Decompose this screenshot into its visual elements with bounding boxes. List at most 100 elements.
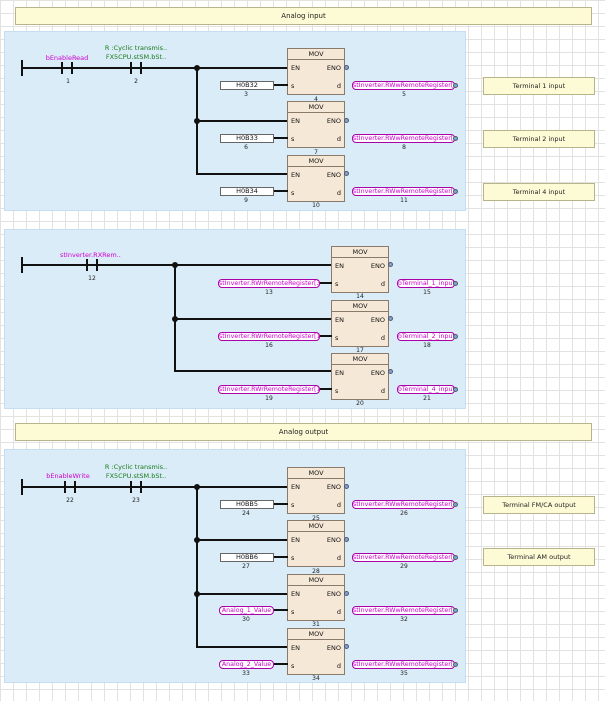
source-variable[interactable]: Analog_1_Value (219, 606, 274, 615)
step-number: 2 (134, 78, 138, 85)
mov-block[interactable]: MOV EN ENO s d (287, 520, 345, 567)
pin-en: EN (291, 536, 300, 544)
source-constant[interactable]: H0BB5 (220, 500, 274, 509)
eno-connector (344, 484, 349, 489)
source-variable[interactable]: stInverter.RWrRemoteRegister[17] (218, 332, 320, 341)
step-number: 4 (314, 96, 318, 103)
block-divider (288, 639, 344, 640)
eno-connector (388, 262, 393, 267)
step-number: 26 (400, 510, 408, 517)
note-terminal-am-output[interactable]: Terminal AM output (483, 548, 595, 566)
pin-d: d (336, 608, 341, 616)
step-number: 5 (402, 91, 406, 98)
block-divider (288, 59, 344, 60)
analog-output-title: Analog output (278, 428, 329, 436)
mov-block[interactable]: MOV EN ENO s d (331, 300, 389, 347)
note-terminal-fmca-output[interactable]: Terminal FM/CA output (483, 496, 595, 514)
pin-eno: ENO (370, 316, 385, 324)
contact-bEnableWrite[interactable] (62, 481, 78, 493)
pin-d: d (336, 189, 341, 197)
source-variable[interactable]: stInverter.RWrRemoteRegister[3] (218, 279, 320, 288)
block-title: MOV (352, 302, 368, 310)
step-number: 16 (265, 342, 273, 349)
output-connector (453, 334, 458, 339)
output-connector (453, 502, 458, 507)
wire (274, 84, 288, 86)
wire (274, 137, 288, 139)
note-terminal-4-input[interactable]: Terminal 4 input (483, 183, 595, 201)
dest-variable[interactable]: stInverter.RWwRemoteRegister[23] (352, 660, 455, 669)
source-constant[interactable]: H0B32 (220, 81, 274, 90)
eno-connector (344, 591, 349, 596)
analog-input-comment[interactable]: Analog input (15, 7, 592, 25)
pin-en: EN (335, 262, 344, 270)
pin-eno: ENO (370, 369, 385, 377)
step-number: 25 (312, 515, 320, 522)
mov-block[interactable]: MOV EN ENO s d (287, 467, 345, 514)
mov-block[interactable]: MOV EN ENO s d (287, 48, 345, 95)
pin-s: s (291, 501, 295, 509)
mov-block[interactable]: MOV EN ENO s d (287, 574, 345, 621)
dest-variable[interactable]: stInverter.RWwRemoteRegister[2] (352, 81, 455, 90)
pin-d: d (336, 662, 341, 670)
block-title: MOV (308, 630, 324, 638)
step-number: 23 (132, 497, 140, 504)
mov-block[interactable]: MOV EN ENO s d (287, 101, 345, 148)
pin-s: s (335, 387, 339, 395)
dest-variable[interactable]: stInverter.RWwRemoteRegister[21] (352, 606, 455, 615)
pin-eno: ENO (370, 262, 385, 270)
note-terminal-2-input[interactable]: Terminal 2 input (483, 130, 595, 148)
output-connector (453, 387, 458, 392)
pin-eno: ENO (326, 483, 341, 491)
device-line-2: FX5CPU.stSM.bSt.. (105, 472, 167, 480)
pin-en: EN (291, 590, 300, 598)
mov-block[interactable]: MOV EN ENO s d (287, 155, 345, 202)
wire (320, 388, 332, 390)
step-number: 32 (400, 616, 408, 623)
contact-cyclic-transmission[interactable] (128, 62, 144, 74)
output-connector (453, 189, 458, 194)
contact-cyclic-transmission[interactable] (128, 481, 144, 493)
block-title: MOV (308, 522, 324, 530)
rung-3[interactable] (4, 449, 466, 683)
dest-variable[interactable]: stInverter.RWwRemoteRegister[22] (352, 553, 455, 562)
source-constant[interactable]: H0B34 (220, 187, 274, 196)
source-constant[interactable]: H0BB6 (220, 553, 274, 562)
pin-d: d (336, 82, 341, 90)
pin-eno: ENO (326, 117, 341, 125)
mov-block[interactable]: MOV EN ENO s d (331, 246, 389, 293)
step-number: 10 (312, 202, 320, 209)
step-number: 22 (66, 497, 74, 504)
dest-variable[interactable]: oTerminal_4_input (397, 385, 455, 394)
block-divider (288, 112, 344, 113)
note-terminal-1-input[interactable]: Terminal 1 input (483, 77, 595, 95)
eno-connector (344, 171, 349, 176)
dest-variable[interactable]: oTerminal_1_input (397, 279, 455, 288)
source-variable[interactable]: stInverter.RWrRemoteRegister[19] (218, 385, 320, 394)
wire (274, 190, 288, 192)
mov-block[interactable]: MOV EN ENO s d (331, 353, 389, 400)
pin-d: d (336, 554, 341, 562)
mov-block[interactable]: MOV EN ENO s d (287, 628, 345, 675)
dest-variable[interactable]: stInverter.RWwRemoteRegister[20] (352, 500, 455, 509)
dest-variable[interactable]: stInverter.RWwRemoteRegister[18] (352, 187, 455, 196)
contact-bEnableRead[interactable] (59, 62, 75, 74)
pin-d: d (336, 135, 341, 143)
source-constant[interactable]: H0B33 (220, 134, 274, 143)
dest-variable[interactable]: oTerminal_2_input (397, 332, 455, 341)
analog-output-comment[interactable]: Analog output (15, 423, 592, 441)
dest-variable[interactable]: stInverter.RWwRemoteRegister[16] (352, 134, 455, 143)
block-title: MOV (308, 50, 324, 58)
contact-stInverter-RXRem[interactable] (84, 259, 100, 271)
pin-eno: ENO (326, 644, 341, 652)
pin-s: s (335, 280, 339, 288)
output-connector (453, 662, 458, 667)
device-line-2: FX5CPU.stSM.bSt.. (105, 53, 167, 61)
eno-connector (344, 644, 349, 649)
step-number: 27 (242, 563, 250, 570)
pin-en: EN (291, 483, 300, 491)
source-variable[interactable]: Analog_2_Value (219, 660, 274, 669)
device-line-1: R :Cyclic transmis.. (104, 44, 168, 52)
contact-label: bEnableWrite (46, 472, 90, 480)
step-number: 7 (314, 149, 318, 156)
